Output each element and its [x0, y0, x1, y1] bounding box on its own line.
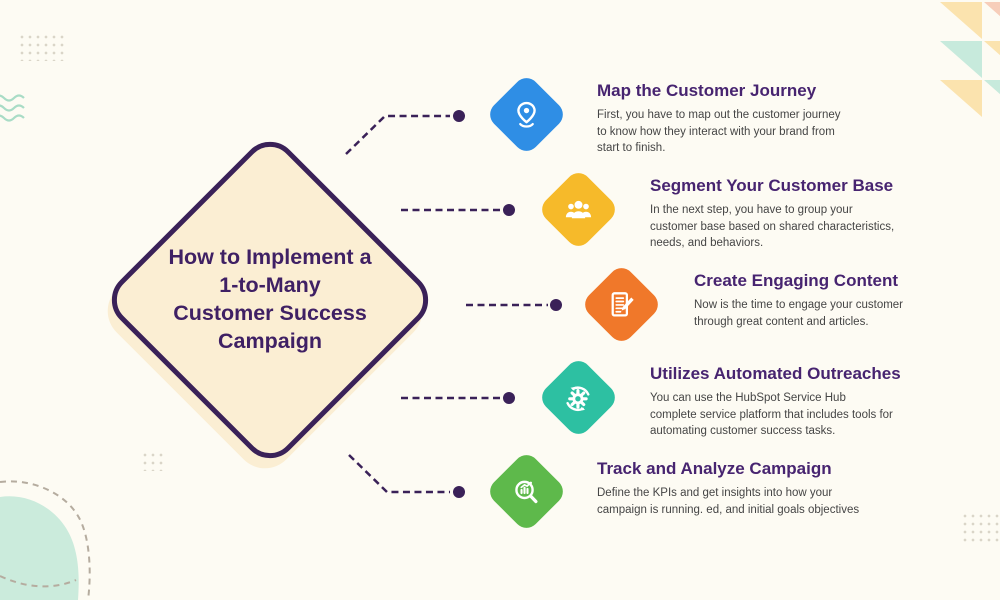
main-title-line: How to Implement a	[168, 245, 372, 270]
dot-grid-bottom-right	[961, 512, 1000, 543]
step-3-title: Create Engaging Content	[694, 271, 899, 290]
dot-grid-top-left	[18, 33, 64, 61]
location-pin-icon	[517, 101, 536, 127]
document-pencil-icon	[611, 291, 634, 316]
step-5-title: Track and Analyze Campaign	[597, 459, 832, 478]
step-1-description: First, you have to map out the customer …	[597, 109, 841, 155]
gear-sync-icon	[566, 385, 590, 411]
wave-squiggle-decoration	[0, 94, 25, 122]
step-1-title: Map the Customer Journey	[597, 81, 817, 100]
step-4-title: Utilizes Automated Outreaches	[650, 364, 901, 383]
magnifier-chart-icon	[515, 479, 538, 503]
step-5-description: Define the KPIs and get insights into ho…	[597, 487, 860, 516]
step-1-icon-diamond	[484, 72, 569, 157]
main-title-line: Campaign	[218, 328, 322, 353]
dot-grid-bottom-left-of-diamond	[141, 451, 167, 471]
step-2-icon-diamond	[536, 167, 621, 252]
main-title-line: 1-to-Many	[219, 273, 321, 298]
step-4-description: You can use the HubSpot Service Hub comp…	[650, 392, 893, 438]
step-2-description: In the next step, you have to group your…	[650, 204, 895, 250]
step-4-icon-diamond	[536, 355, 621, 440]
step-3-description: Now is the time to engage your customer …	[694, 299, 904, 328]
blob-decoration	[0, 480, 91, 600]
main-title: How to Implement a 1-to-Many Customer Su…	[150, 180, 390, 420]
people-group-icon	[565, 200, 592, 218]
main-title-line: Customer Success	[173, 301, 367, 325]
step-2-title: Segment Your Customer Base	[650, 176, 894, 195]
step-3-icon-diamond	[579, 262, 664, 347]
step-5-icon-diamond	[484, 449, 569, 534]
